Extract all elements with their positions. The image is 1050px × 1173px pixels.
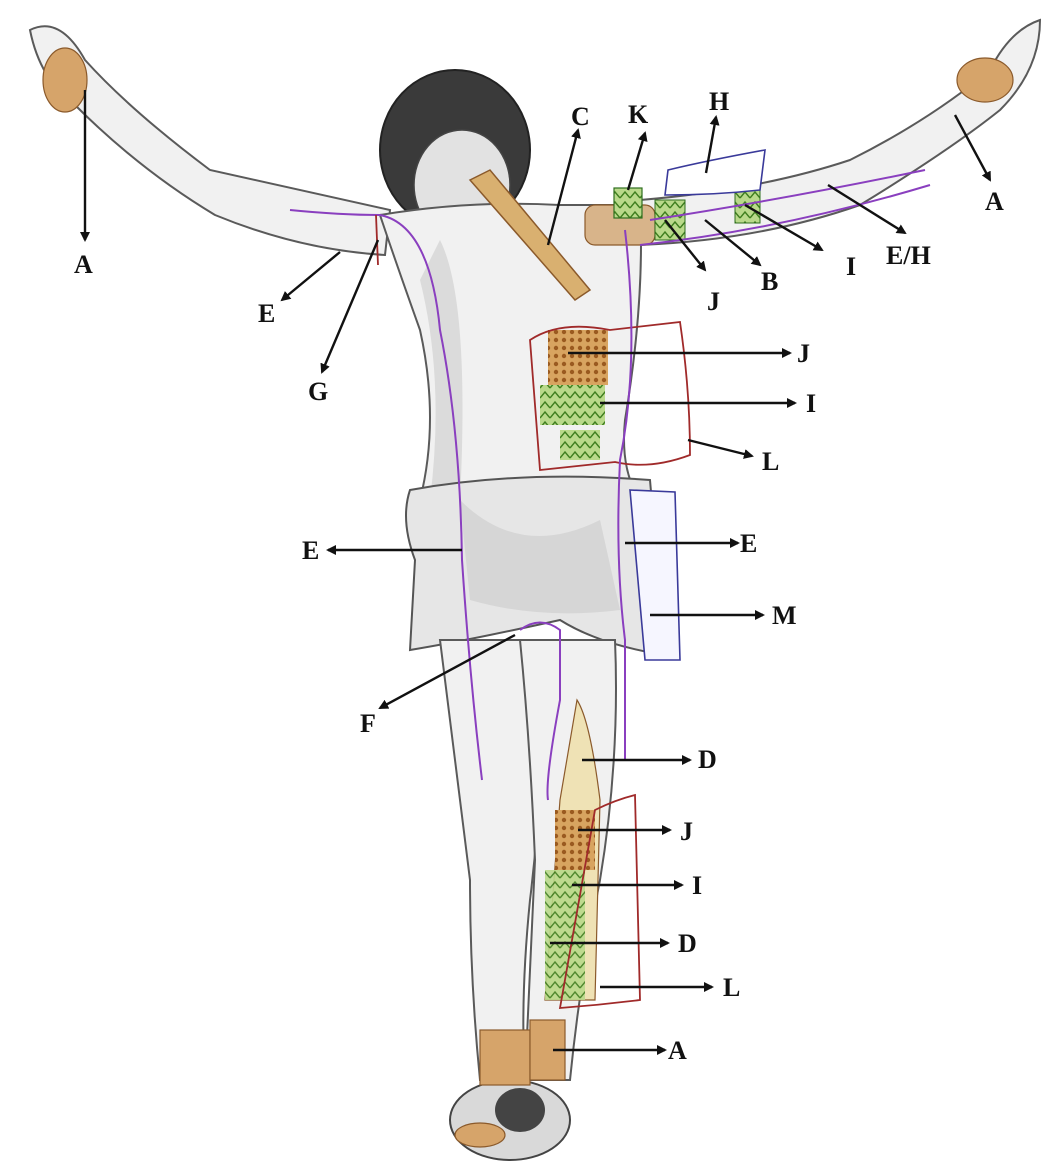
- label-i-torso: I: [806, 389, 816, 418]
- label-e-right-hip: E: [740, 529, 757, 558]
- label-a-right-wrist: A: [985, 187, 1004, 216]
- sculpture-figure: [30, 20, 1040, 1160]
- label-a-ankle: A: [668, 1036, 687, 1065]
- label-c: C: [571, 102, 590, 131]
- label-b: B: [761, 267, 778, 296]
- label-d-upper: D: [698, 745, 717, 774]
- arrow-e-left-arm: [282, 252, 340, 300]
- nail: [495, 1088, 545, 1132]
- label-j-leg: J: [680, 817, 693, 846]
- label-e-left-arm: E: [258, 299, 275, 328]
- label-m: M: [772, 601, 797, 630]
- label-j-torso: J: [797, 339, 810, 368]
- label-l-torso: L: [762, 447, 779, 476]
- label-h: H: [709, 87, 729, 116]
- torso-damage-i2: [560, 430, 600, 460]
- label-a-left-hand: A: [74, 250, 93, 279]
- label-j-shoulder: J: [707, 287, 720, 316]
- label-k: K: [628, 100, 649, 129]
- h-paper: [665, 150, 765, 195]
- label-eh-right-arm: E/H: [886, 241, 931, 270]
- arm-insert-j: [655, 200, 685, 240]
- label-i-right-arm: I: [846, 252, 856, 281]
- label-f: F: [360, 709, 376, 738]
- label-e-left-hip: E: [302, 536, 319, 565]
- label-i-leg: I: [692, 871, 702, 900]
- label-d-lower: D: [678, 929, 697, 958]
- torso-damage-j: [548, 330, 608, 385]
- k-patch: [614, 188, 642, 218]
- torso-damage-i: [540, 385, 605, 425]
- ankle-wood: [480, 1030, 530, 1085]
- label-l-leg: L: [723, 973, 740, 1002]
- foot-wood: [455, 1123, 505, 1147]
- right-hand-wood: [957, 58, 1013, 102]
- label-g: G: [308, 377, 328, 406]
- arrow-l-torso: [688, 440, 752, 456]
- arrow-k: [628, 133, 645, 190]
- left-hand-wood: [43, 48, 87, 112]
